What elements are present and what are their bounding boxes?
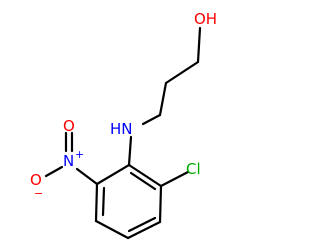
ring-bond-c6-c1 xyxy=(95,163,131,186)
bond-ring-nitro-n xyxy=(75,167,99,186)
nitro-oxygen-charge: − xyxy=(34,187,43,200)
ring-bond-c4-c5 xyxy=(94,219,130,240)
bond-n-ring-c1 xyxy=(127,135,133,167)
bond-c3-n xyxy=(141,113,162,126)
nitro-nitrogen-label: N xyxy=(63,152,74,170)
nitro-nitrogen-charge: + xyxy=(75,148,84,161)
ring-double-bond-inner-3 xyxy=(101,186,106,217)
amine-label: HN xyxy=(110,120,133,138)
ring-bond-c2-c3 xyxy=(158,184,163,224)
bond-c1-c2 xyxy=(164,60,200,85)
ring-double-bond-inner-1 xyxy=(129,171,157,191)
bond-c2-c3 xyxy=(158,81,168,117)
bond-nitro-n-o-single xyxy=(44,165,64,178)
chemical-structure-diagram: OH HN N + O O − Cl xyxy=(30,10,217,240)
chlorine-label: Cl xyxy=(186,160,201,178)
hydroxyl-label: OH xyxy=(194,10,217,28)
nitro-oxygen-double-label: O xyxy=(63,117,75,135)
ring-double-bond-inner-2 xyxy=(127,216,157,233)
bond-ring-cl xyxy=(159,170,190,188)
bond-o-c1 xyxy=(196,26,202,64)
ring-bond-c5-c6 xyxy=(94,182,99,223)
ring-bond-c1-c2 xyxy=(127,163,163,188)
nitro-oxygen-single-label: O xyxy=(30,171,42,189)
ring-bond-c3-c4 xyxy=(126,220,162,240)
